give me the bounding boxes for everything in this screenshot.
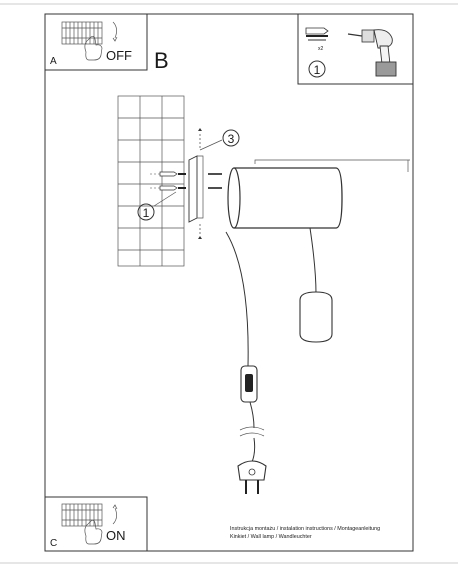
- lamp-body: [227, 159, 410, 229]
- bulb-socket: [299, 291, 333, 343]
- panel-c-letter: C: [50, 538, 57, 549]
- tools-panel-frame: [297, 13, 414, 85]
- switch-arrow-icon: [112, 507, 117, 525]
- panel-c: C ON: [44, 496, 148, 552]
- hand-icon: [84, 519, 103, 545]
- callout-1: 1: [137, 191, 177, 221]
- quantity-label: x2: [318, 46, 324, 52]
- switch-arrow-icon: [112, 21, 117, 39]
- callout-1-circle: [308, 60, 326, 78]
- wall-plug-icon: [305, 27, 329, 41]
- fuse-box-icon: [61, 21, 103, 45]
- cord-break-mark: [239, 426, 265, 431]
- panel-a-label: OFF: [106, 48, 132, 63]
- power-plug: [237, 460, 267, 494]
- footer-line-2: Kinkiet / Wall lamp / Wandleuchter: [230, 534, 312, 540]
- lamp-cable: [309, 227, 317, 295]
- callout-3-label: 3: [228, 132, 235, 146]
- drill-icon: [347, 29, 397, 77]
- wall-tiles: [117, 95, 185, 267]
- screws-and-anchors: [150, 128, 222, 239]
- callout-1-label: 1: [143, 206, 150, 220]
- panel-c-label: ON: [106, 528, 126, 543]
- hand-icon: [84, 35, 103, 61]
- mounting-bracket: [188, 155, 204, 223]
- panel-c-frame: [44, 496, 148, 552]
- fuse-box-icon: [61, 503, 103, 527]
- page-border: [44, 13, 414, 552]
- step-b-letter: B: [154, 48, 169, 73]
- panel-a: A OFF: [44, 13, 148, 71]
- panel-a-frame: [44, 13, 148, 71]
- power-cord: [225, 231, 249, 367]
- panel-a-letter: A: [50, 56, 57, 67]
- footer-line-1: Instrukcja montażu / instalation instruc…: [230, 526, 380, 532]
- tools-callout: 1: [314, 63, 321, 77]
- callout-3: 3: [199, 129, 240, 151]
- tools-panel: x2 1: [297, 13, 414, 85]
- inline-switch: [240, 365, 258, 403]
